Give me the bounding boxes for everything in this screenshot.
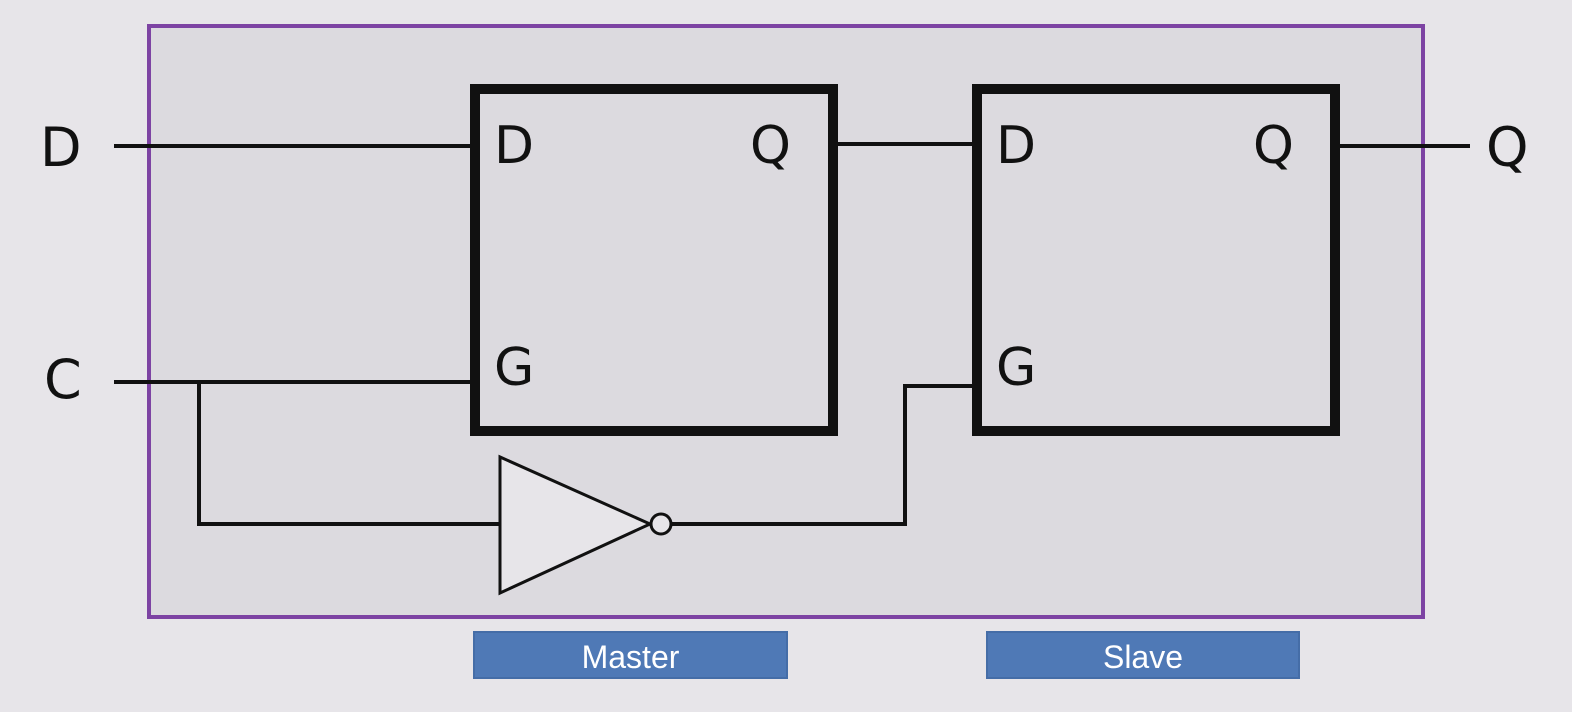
slave-pin-q: Q xyxy=(1253,116,1294,176)
master-pin-d: D xyxy=(494,116,534,176)
master-pin-q: Q xyxy=(750,116,791,176)
output-q-label: Q xyxy=(1486,116,1529,179)
master-caption: Master xyxy=(473,631,788,679)
wire-inverter-to-slave-g xyxy=(670,384,979,526)
wire-c-to-inverter xyxy=(197,380,502,526)
slave-pin-d: D xyxy=(996,116,1036,176)
slave-caption: Slave xyxy=(986,631,1300,679)
not-gate-icon xyxy=(498,454,673,596)
slave-latch-box xyxy=(972,84,1340,436)
slave-latch: D Q G xyxy=(972,84,1340,436)
inverter-triangle xyxy=(498,454,654,596)
slave-pin-g: G xyxy=(996,338,1036,398)
master-latch-box xyxy=(470,84,838,436)
input-d-label: D xyxy=(40,116,82,179)
master-latch: D Q G xyxy=(470,84,838,436)
input-c-label: C xyxy=(44,348,82,411)
inverter-bubble xyxy=(649,512,673,536)
circuit-frame xyxy=(147,24,1425,619)
master-pin-g: G xyxy=(494,338,534,398)
